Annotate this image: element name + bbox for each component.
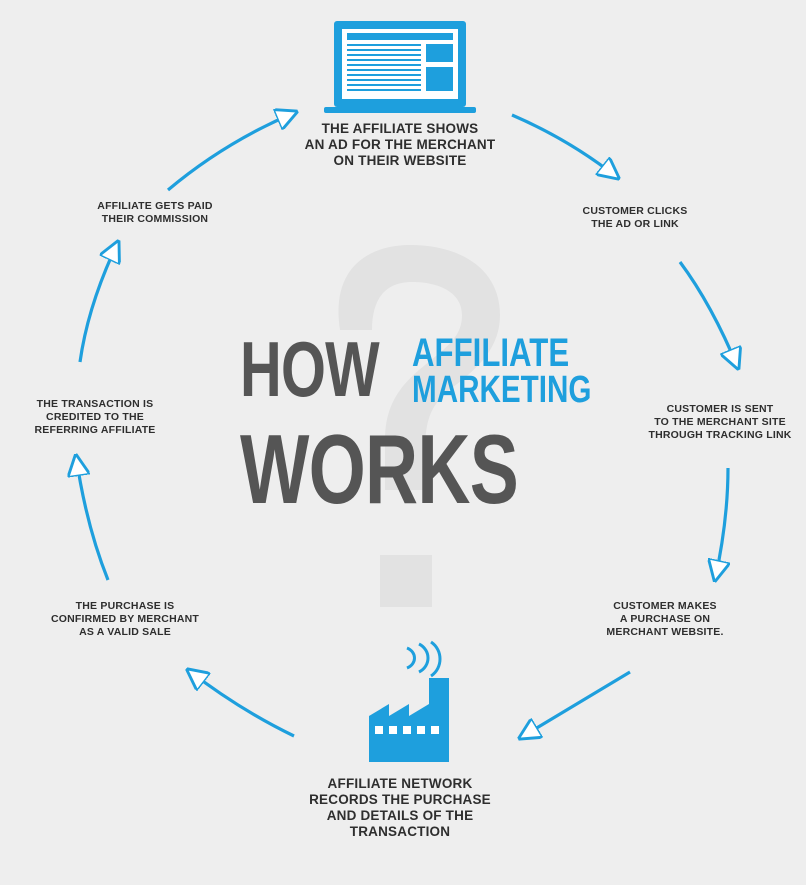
arrow-7 bbox=[78, 242, 118, 363]
step-affiliate-paid: AFFILIATE GETS PAID THEIR COMMISSION bbox=[97, 200, 213, 225]
step-customer-clicks: CUSTOMER CLICKS THE AD OR LINK bbox=[582, 205, 688, 230]
title-how: HOW bbox=[240, 325, 380, 413]
arrow-2 bbox=[678, 261, 738, 368]
title-affiliate: AFFILIATE bbox=[412, 331, 570, 375]
step-affiliate-shows-ad: THE AFFILIATE SHOWS AN AD FOR THE MERCHA… bbox=[304, 121, 496, 168]
title-marketing: MARKETING bbox=[412, 369, 592, 411]
title-works: WORKS bbox=[240, 414, 519, 524]
step-purchase-confirmed: THE PURCHASE IS CONFIRMED BY MERCHANT AS… bbox=[50, 600, 200, 638]
step-customer-sent: CUSTOMER IS SENT TO THE MERCHANT SITE TH… bbox=[648, 403, 792, 441]
arrow-6 bbox=[76, 456, 110, 581]
step-transaction-credited: THE TRANSACTION IS CREDITED TO THE REFER… bbox=[34, 398, 156, 436]
arrow-5 bbox=[188, 670, 295, 738]
laptop-icon bbox=[324, 21, 476, 113]
step-customer-purchase: CUSTOMER MAKES A PURCHASE ON MERCHANT WE… bbox=[606, 600, 724, 638]
arrow-8 bbox=[166, 112, 296, 192]
factory-icon bbox=[369, 640, 449, 762]
step-network-records: AFFILIATE NETWORK RECORDS THE PURCHASE A… bbox=[309, 776, 491, 839]
arrow-4 bbox=[520, 670, 631, 738]
arrow-3 bbox=[715, 467, 728, 580]
arrow-1 bbox=[511, 113, 618, 178]
